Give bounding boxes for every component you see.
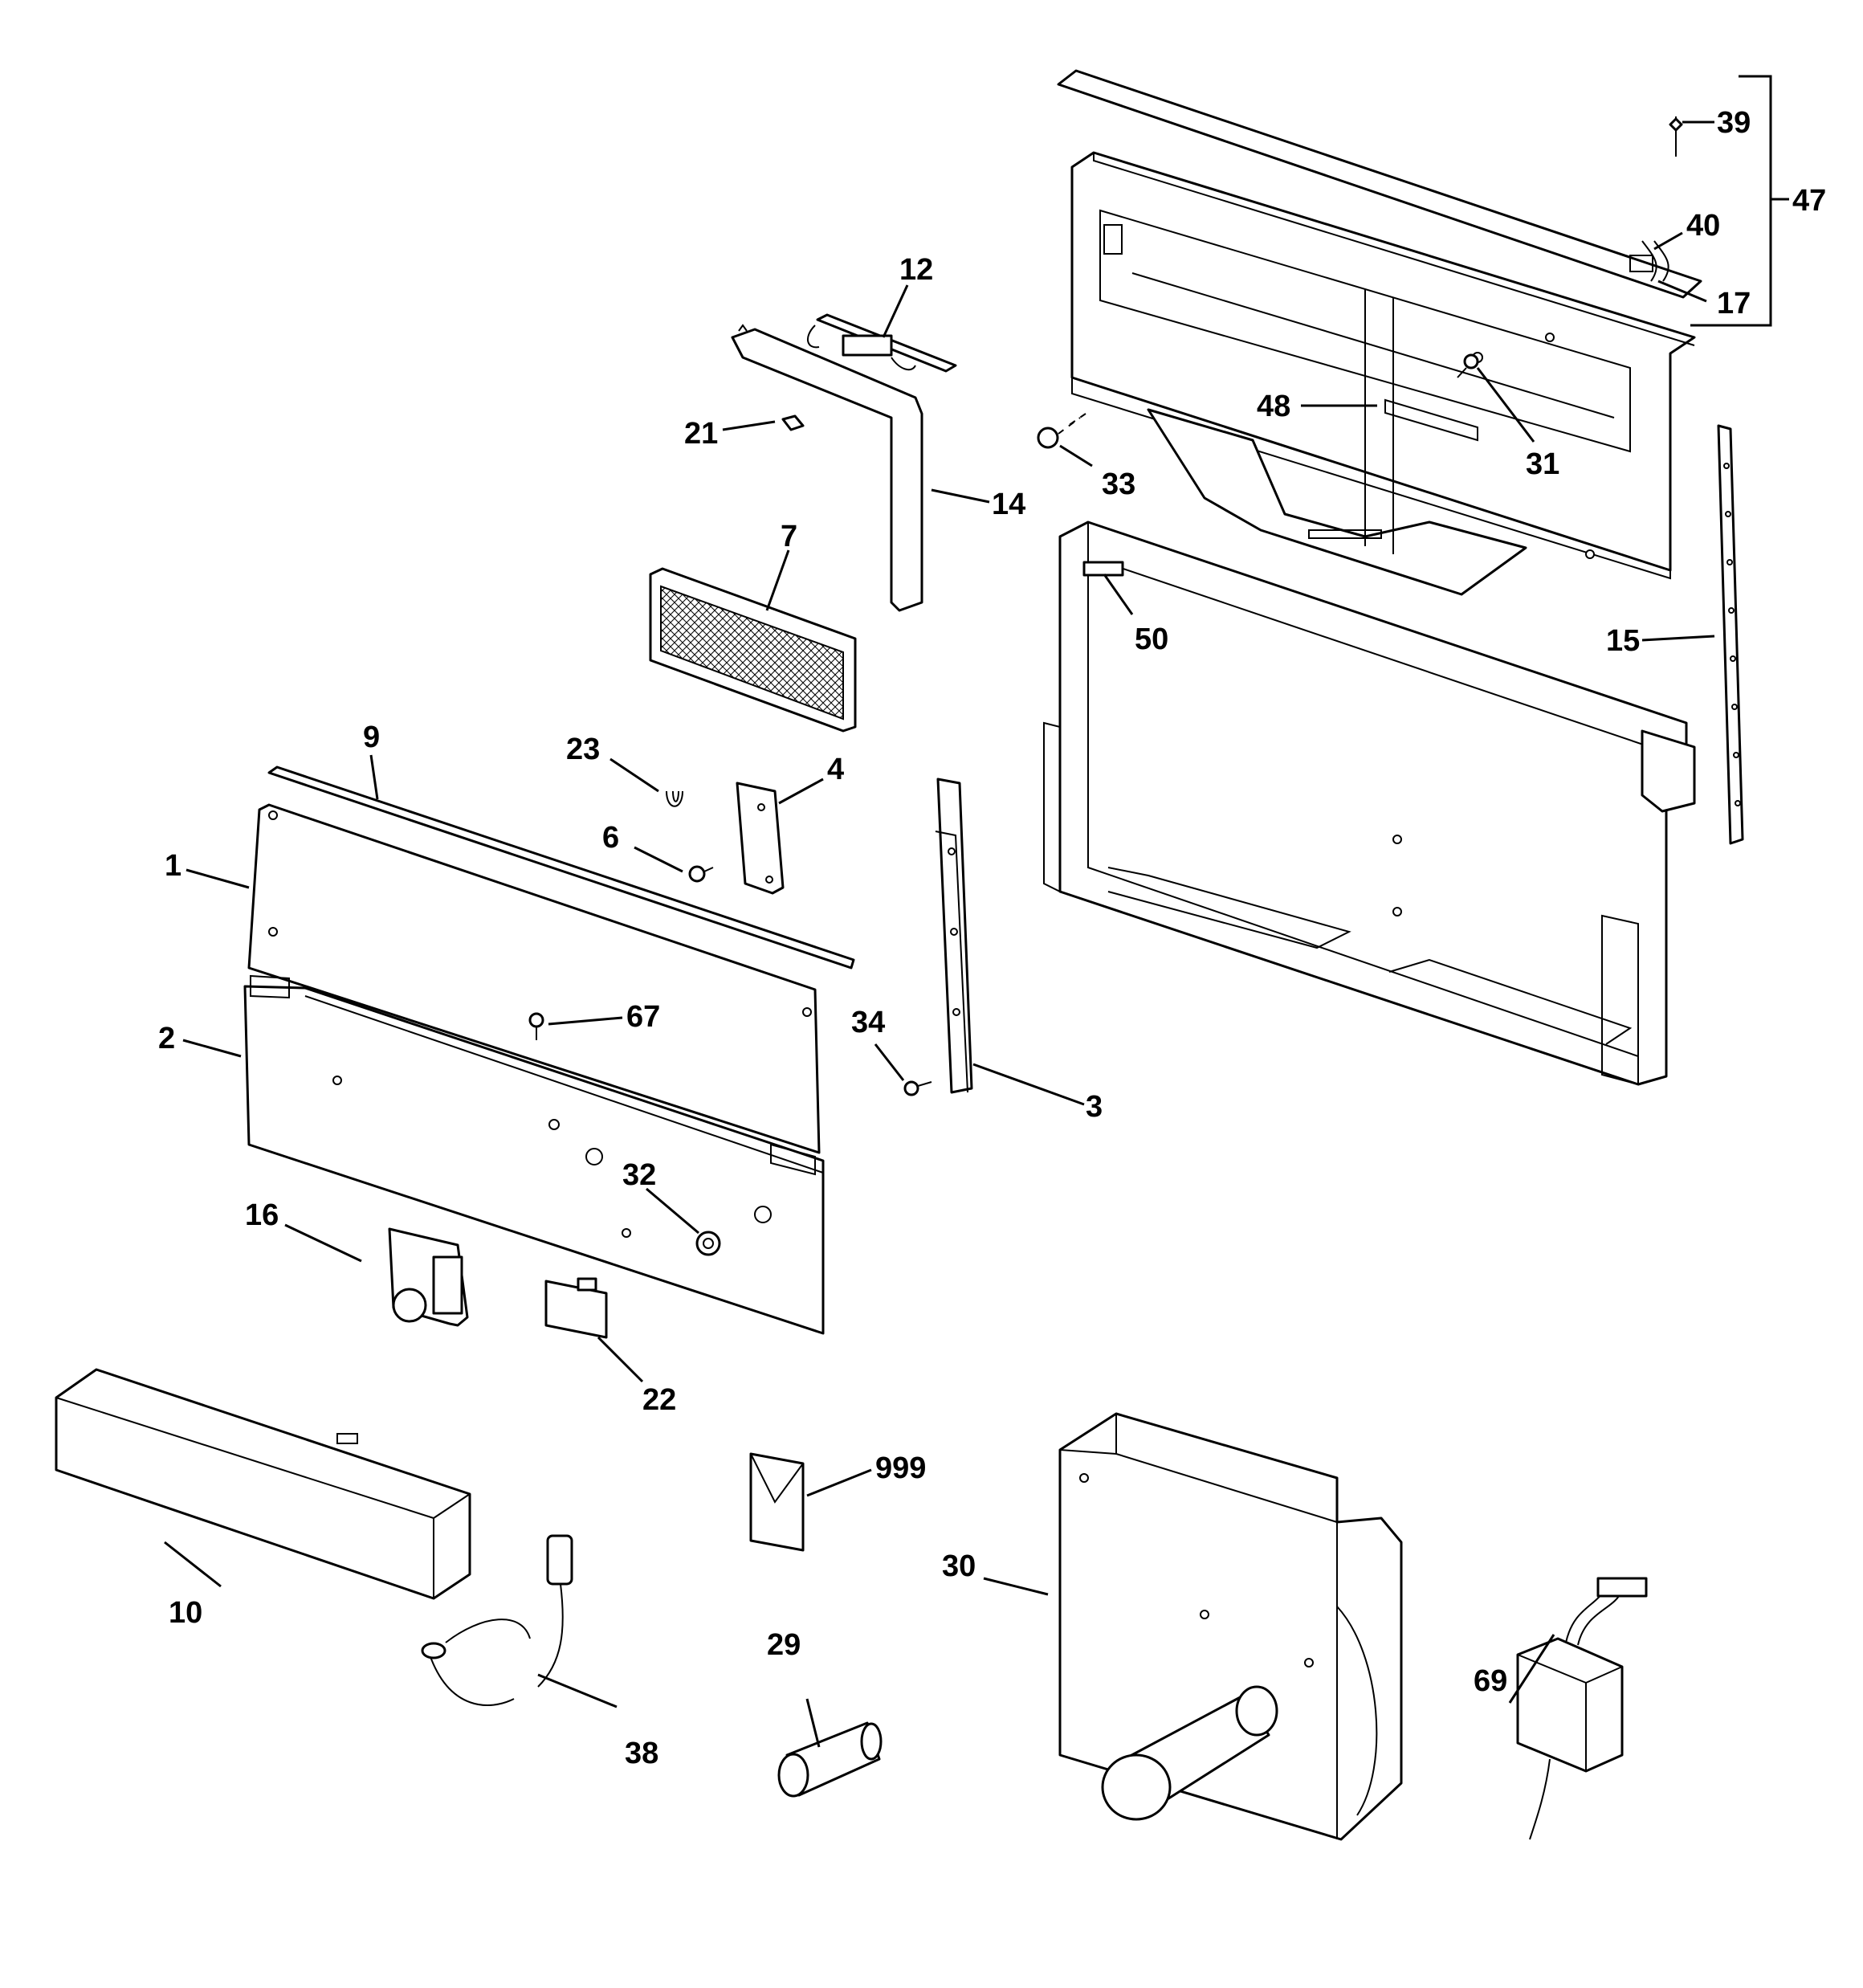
callout-16: 16: [245, 1198, 279, 1232]
part-2-lower-panel: [243, 974, 825, 1335]
callout-1: 1: [165, 849, 181, 883]
callout-2: 2: [158, 1022, 175, 1055]
callout-23: 23: [566, 733, 600, 766]
part-999-literature: [749, 1452, 805, 1552]
part-12-switch-bracket: [807, 313, 957, 373]
callout-67: 67: [626, 1000, 660, 1034]
callout-33: 33: [1102, 467, 1135, 501]
part-14-bracket: [731, 324, 923, 612]
part-29-capacitor: [777, 1721, 883, 1798]
part-33-plug: [1037, 417, 1081, 449]
part-32-grommet: [695, 1231, 721, 1256]
part-10-duct: [55, 1368, 471, 1600]
part-69-electrical-box: [1516, 1577, 1648, 1840]
part-15-side-strip: [1717, 424, 1744, 845]
group-47-bracket: [1690, 75, 1789, 327]
callout-21: 21: [684, 417, 718, 451]
part-1-upper-panel: [247, 803, 821, 1154]
callout-48: 48: [1257, 390, 1290, 423]
leader-lines: [164, 120, 1715, 1748]
callout-labels: 1 2 3 4 6 7 9 10 12 14 15 16 17 21 22 23…: [158, 106, 1826, 1770]
callout-34: 34: [851, 1006, 885, 1039]
part-17-top-trim: [1057, 69, 1702, 299]
callout-12: 12: [899, 253, 933, 287]
part-38-power-cord: [421, 1534, 573, 1706]
callout-29: 29: [767, 1628, 801, 1662]
upper-frame-housing: [1070, 151, 1696, 596]
callout-40: 40: [1686, 209, 1720, 243]
callout-999: 999: [875, 1451, 926, 1485]
part-30-blower-assembly: [1058, 1412, 1403, 1841]
callout-3: 3: [1086, 1090, 1103, 1124]
part-34-screw: [903, 1080, 932, 1096]
lower-box-housing: [1043, 520, 1696, 1086]
part-40-clip: [1641, 240, 1669, 282]
callout-30: 30: [942, 1549, 976, 1583]
callout-17: 17: [1717, 287, 1751, 320]
callout-15: 15: [1606, 624, 1640, 658]
callout-39: 39: [1717, 106, 1751, 140]
part-22-switch: [544, 1277, 608, 1339]
callout-47: 47: [1792, 184, 1826, 218]
part-31-screw: [1457, 353, 1479, 378]
callout-14: 14: [992, 488, 1025, 521]
callout-9: 9: [363, 720, 380, 754]
callout-32: 32: [622, 1158, 656, 1192]
part-7-grease-filter: [649, 567, 857, 733]
callout-10: 10: [169, 1596, 202, 1630]
part-4-bracket: [736, 782, 785, 895]
part-6-screw: [688, 865, 714, 883]
part-67-screw: [528, 1012, 544, 1040]
callout-7: 7: [781, 520, 797, 553]
part-3-rail: [935, 778, 973, 1094]
callout-6: 6: [602, 821, 619, 855]
part-9-top-strip: [267, 765, 855, 970]
callout-69: 69: [1474, 1664, 1507, 1698]
callout-22: 22: [642, 1383, 676, 1417]
callout-38: 38: [625, 1737, 658, 1770]
callout-50: 50: [1135, 623, 1168, 656]
part-16-gear-motor: [388, 1227, 469, 1327]
callout-4: 4: [827, 753, 844, 786]
part-23-u-clip: [666, 790, 683, 807]
callout-31: 31: [1526, 447, 1559, 481]
part-39-pin: [1669, 116, 1683, 157]
part-21-clip: [781, 414, 805, 431]
